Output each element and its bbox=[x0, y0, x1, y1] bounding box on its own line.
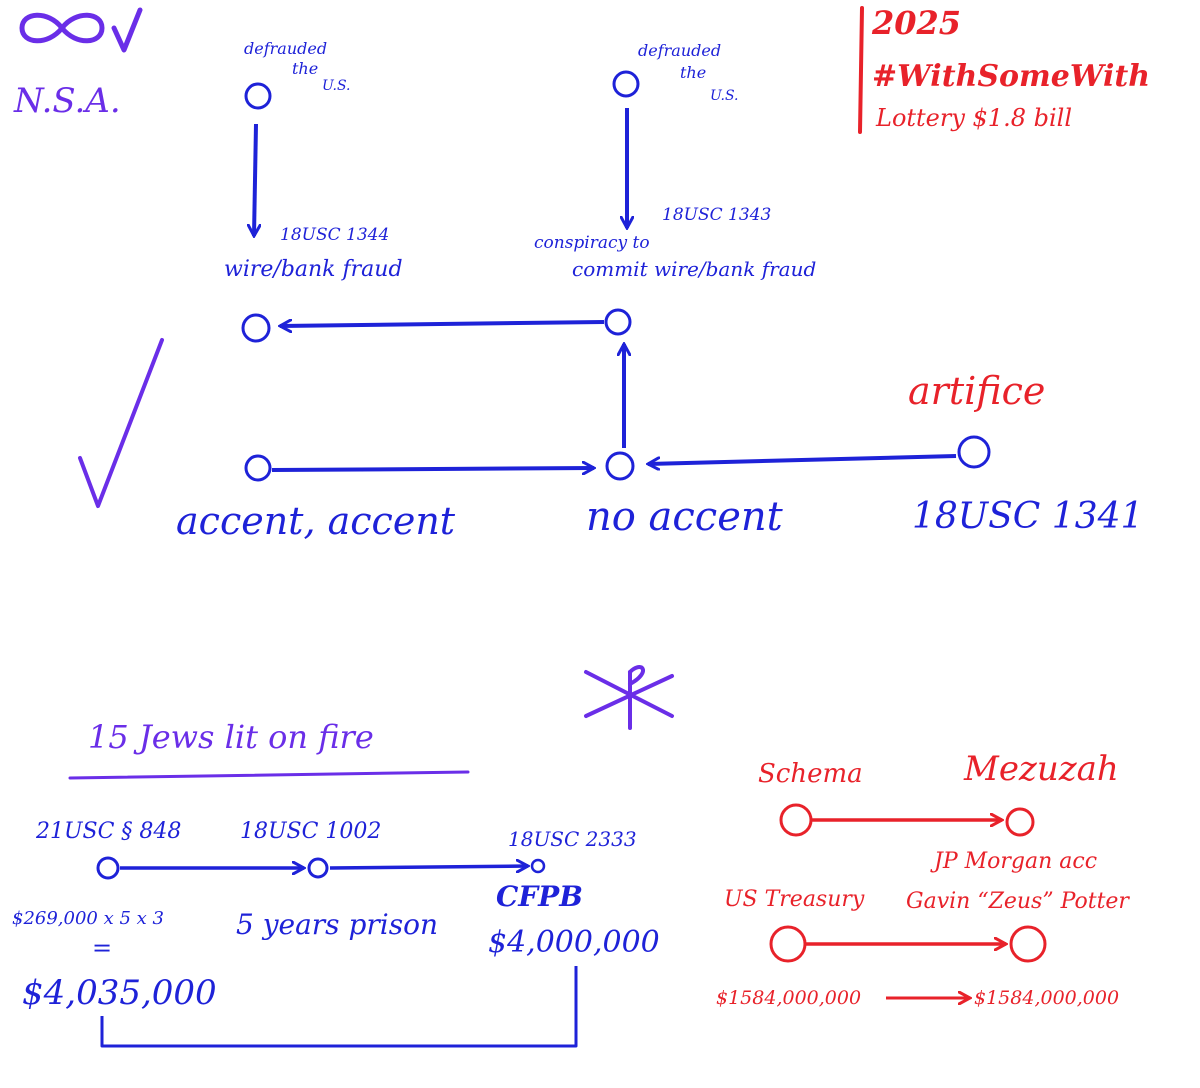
gavin-label: Gavin “Zeus” Potter bbox=[906, 889, 1130, 914]
arrow-1341-to-noaccent bbox=[648, 454, 957, 464]
accent-accent-label: accent, accent bbox=[176, 499, 456, 543]
defrauded-left-1: defrauded bbox=[244, 39, 327, 58]
node-defrauded-right bbox=[612, 70, 640, 98]
node-treasury bbox=[769, 925, 807, 963]
calc-label: $269,000 x 5 x 3 bbox=[12, 908, 164, 929]
cfpb-label: CFPB bbox=[496, 880, 583, 913]
node-1341 bbox=[957, 435, 991, 469]
defrauded-left-3: U.S. bbox=[322, 78, 351, 94]
equals-label: = bbox=[92, 934, 112, 962]
chi-rho-icon bbox=[584, 665, 674, 730]
wire-bank-fraud-label: wire/bank fraud bbox=[224, 257, 403, 282]
infinity-icon bbox=[19, 12, 105, 44]
commit-fraud-label: commit wire/bank fraud bbox=[572, 257, 816, 281]
checkmark-small-icon bbox=[111, 7, 143, 53]
node-wire-fraud bbox=[241, 313, 271, 343]
node-no-accent bbox=[605, 451, 635, 481]
jpmorgan-label: JP Morgan acc bbox=[930, 849, 1097, 874]
node-defrauded-left bbox=[244, 82, 272, 110]
node-848 bbox=[96, 856, 120, 880]
conspiracy-label: conspiracy to bbox=[534, 233, 650, 253]
statute-1341-label: 18USC 1341 bbox=[912, 496, 1143, 537]
cfpb-amount-label: $4,000,000 bbox=[488, 925, 660, 960]
statute-1002-label: 18USC 1002 bbox=[240, 819, 381, 844]
statute-2333-label: 18USC 2333 bbox=[508, 827, 637, 851]
statute-1343-label: 18USC 1343 bbox=[662, 205, 771, 225]
arrow-defrauded-to-1344 bbox=[254, 123, 256, 236]
nsa-label: N.S.A. bbox=[13, 81, 121, 121]
defrauded-left-2: the bbox=[292, 59, 318, 78]
prison-label: 5 years prison bbox=[236, 908, 438, 941]
node-1002 bbox=[307, 857, 329, 879]
mezuzah-label: Mezuzah bbox=[963, 749, 1119, 789]
node-2333 bbox=[530, 858, 546, 874]
node-mezuzah bbox=[1005, 807, 1035, 837]
arrow-conspiracy-to-wire bbox=[280, 322, 605, 326]
node-conspiracy bbox=[604, 308, 632, 336]
node-jpmorgan bbox=[1009, 925, 1047, 963]
checkmark-large-icon bbox=[78, 338, 164, 508]
treasury-label: US Treasury bbox=[724, 887, 865, 912]
year-label: 2025 bbox=[871, 4, 961, 42]
defrauded-right-3: U.S. bbox=[710, 88, 739, 104]
defrauded-right-2: the bbox=[680, 63, 706, 82]
arrow-accent-to-noaccent bbox=[271, 468, 594, 470]
statute-848-label: 21USC § 848 bbox=[35, 819, 181, 844]
hashtag-label: #WithSomeWith bbox=[872, 59, 1150, 94]
amount-right-label: $1584,000,000 bbox=[974, 987, 1119, 1009]
defrauded-right-1: defrauded bbox=[638, 41, 721, 60]
bracket-connector bbox=[100, 966, 578, 1048]
node-accent bbox=[244, 454, 272, 482]
total-label: $4,035,000 bbox=[22, 973, 217, 1013]
node-schema bbox=[779, 803, 813, 837]
header-divider bbox=[858, 6, 864, 134]
statute-1344-label: 18USC 1344 bbox=[280, 225, 389, 245]
amount-left-label: $1584,000,000 bbox=[716, 987, 861, 1009]
lottery-label: Lottery $1.8 bill bbox=[875, 104, 1072, 132]
bottom-heading: 15 Jews lit on fire bbox=[88, 718, 374, 756]
artifice-label: artifice bbox=[908, 369, 1045, 413]
no-accent-label: no accent bbox=[586, 494, 784, 540]
arrow-1002-to-2333 bbox=[329, 866, 528, 868]
schema-label: Schema bbox=[758, 759, 863, 789]
heading-underline bbox=[68, 770, 470, 780]
